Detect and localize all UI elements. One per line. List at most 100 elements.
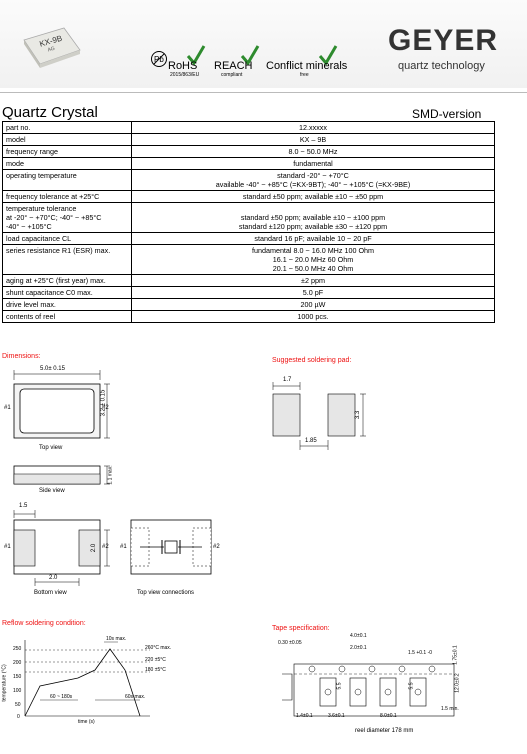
ytick: 150 (13, 674, 22, 680)
pad-gap-label2: 1.85 (305, 438, 317, 444)
pad-gap-label: 2.0 (49, 575, 58, 581)
pad-w-label: 1.7 (283, 377, 292, 383)
spec-row: drive level max. 200 µW (2, 298, 495, 311)
spec-value-line: KX – 9B (299, 135, 327, 144)
side-view-drawing (13, 465, 110, 485)
spec-key-line: mode (6, 159, 24, 168)
reflow-10s-label: 10s max. (106, 636, 127, 642)
spec-key-line: frequency tolerance at +25°C (6, 192, 100, 201)
tape-dim-label: 1.4±0.1 (296, 713, 313, 719)
spec-key-line: load capacitance CL (6, 234, 72, 243)
spec-key: mode (2, 157, 132, 170)
spec-row: part no. 12.xxxxx (2, 121, 495, 134)
pad-height-label: 2.0 (91, 543, 98, 553)
spec-value-line: 5.0 pF (302, 288, 324, 297)
spec-key-line: -40° ~ +105°C (6, 222, 52, 231)
crystal-component-image: KX-9B AG (23, 27, 81, 68)
dimensions-title: Dimensions: (2, 353, 41, 360)
spec-value: 1000 pcs. (131, 310, 495, 323)
spec-value-line: fundamental 8.0 ~ 16.0 MHz 100 Ohm (251, 246, 375, 255)
spec-key-line: shunt capacitance C0 max. (6, 288, 93, 297)
tape-dim-label: 1.5 min. (441, 706, 459, 712)
tape-dim-label: 0.30 ±0.05 (278, 640, 302, 646)
spec-row: frequency tolerance at +25°C standard ±50… (2, 190, 495, 203)
spec-key-line: operating temperature (6, 171, 77, 180)
tape-dim-label: 4.0±0.1 (350, 633, 367, 639)
spec-row: load capacitance CL standard 16 pF; avail… (2, 232, 495, 245)
tape-dim-label: 1.75±0.1 (452, 645, 459, 665)
reach-label: REACH (214, 60, 253, 72)
side-view-caption: Side view (39, 488, 65, 494)
spec-value: ±2 ppm (131, 274, 495, 287)
spec-key-line: temperature tolerance (6, 204, 77, 213)
spec-key-line: part no. (6, 123, 31, 132)
reflow-title: Reflow soldering condition: (2, 620, 86, 627)
ytick: 100 (13, 688, 22, 694)
spec-table: part no. 12.xxxxx model KX – 9B frequency ra… (2, 121, 495, 323)
ytick: 50 (15, 702, 21, 708)
side-height-label: 1.1 max. (107, 465, 114, 485)
conflict-label: Conflict minerals (266, 60, 348, 72)
spec-key: shunt capacitance C0 max. (2, 286, 132, 299)
spec-key: load capacitance CL (2, 232, 132, 245)
spec-key: model (2, 133, 132, 146)
spec-key-line: at -20° ~ +70°C; -40° ~ +85°C (6, 213, 102, 222)
spec-key: operating temperature (2, 169, 132, 191)
conn-pin1-label: #1 (120, 544, 127, 550)
spec-key-line: drive level max. (6, 300, 56, 309)
spec-value-line: standard ±50 ppm; available ±10 ~ ±50 pp… (242, 192, 384, 201)
soldering-pad-drawing (272, 382, 366, 450)
conn-view-caption: Top view connections (137, 590, 195, 596)
pin2-label: #2 (102, 405, 109, 411)
reach-sub: compliant (221, 72, 243, 78)
soldering-pad-title: Suggested soldering pad: (272, 357, 352, 364)
header-band (0, 0, 527, 88)
spec-value-line: 200 µW (300, 300, 326, 309)
reflow-peak-label: 260°C max. (145, 645, 172, 651)
spec-value: standard ±50 ppm; available ±10 ~ ±100 p… (131, 202, 495, 233)
spec-key: series resistance R1 (ESR) max. (2, 244, 132, 275)
spec-row: operating temperature standard -20° ~ +70… (2, 169, 495, 191)
spec-value-line: 16.1 ~ 20.0 MHz 60 Ohm (272, 255, 354, 264)
spec-value: KX – 9B (131, 133, 495, 146)
page-title: Quartz Crystal (2, 104, 98, 121)
spec-key: part no. (2, 121, 132, 134)
dim-width-label: 5.0± 0.15 (40, 366, 65, 372)
tape-drawing (282, 663, 455, 717)
tape-dim-label: 8.0±0.1 (380, 713, 397, 719)
tape-dim-label: 1.5 +0.1 -0 (408, 650, 433, 656)
spec-value: standard ±50 ppm; available ±10 ~ ±50 pp… (131, 190, 495, 203)
pad-h-label: 3.3 (355, 410, 362, 420)
spec-key-line: contents of reel (6, 312, 56, 321)
spec-row: mode fundamental (2, 157, 495, 170)
spec-row: model KX – 9B (2, 133, 495, 146)
tape-dim-label: 5.5 (336, 682, 343, 690)
spec-key-line: frequency range (6, 147, 58, 156)
header-divider (0, 92, 527, 93)
spec-key-line: model (6, 135, 26, 144)
spec-value: standard 16 pF; available 10 ~ 20 pF (131, 232, 495, 245)
spec-key-line: aging at +25°C (first year) max. (6, 276, 106, 285)
spec-value-line: 12.xxxxx (299, 123, 327, 132)
spec-value-line: standard -20° ~ +70°C (277, 171, 349, 180)
reflow-ylabel: temperature (°C) (1, 664, 8, 702)
reflow-220-label: 220 ±5°C (145, 657, 166, 663)
ytick: 200 (13, 660, 22, 666)
tape-dim-label: 2.0±0.1 (350, 645, 367, 651)
spec-key: frequency tolerance at +25°C (2, 190, 132, 203)
conn-pin2-label: #2 (213, 544, 220, 550)
ytick: 0 (17, 714, 20, 720)
check-icon (318, 45, 338, 66)
top-view-drawing (13, 370, 110, 439)
spec-row: contents of reel 1000 pcs. (2, 310, 495, 323)
spec-value-line: 20.1 ~ 50.0 MHz 40 Ohm (272, 264, 354, 273)
rohs-label: RoHS (168, 60, 198, 72)
spec-value-line: fundamental (293, 159, 333, 168)
spec-key: aging at +25°C (first year) max. (2, 274, 132, 287)
pin1-label: #1 (4, 405, 11, 411)
tape-dim-label: 12.0±0.2 (454, 673, 461, 693)
